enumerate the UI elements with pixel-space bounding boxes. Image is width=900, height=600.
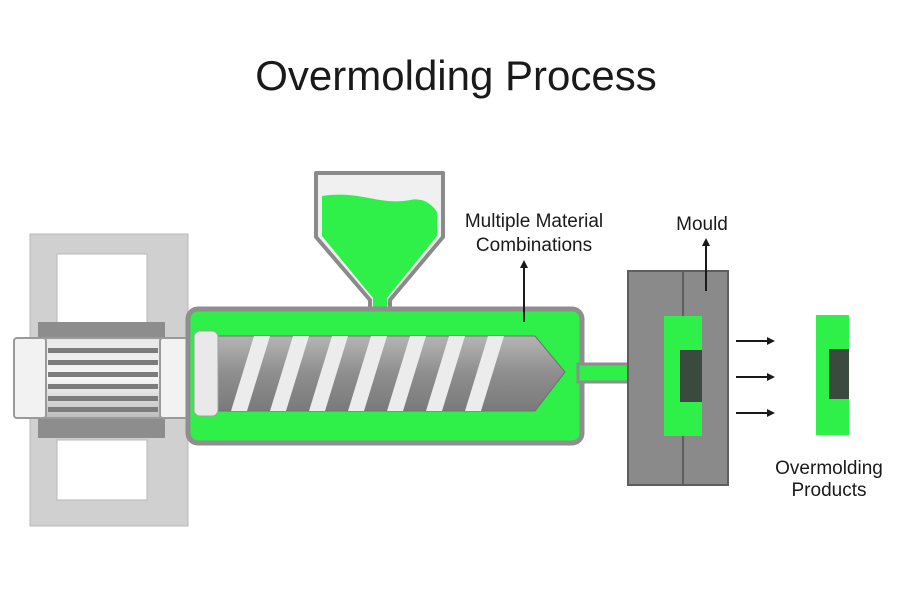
screw: [193, 330, 566, 417]
screw-head: [193, 330, 219, 417]
cylinder-ribs: [48, 348, 158, 412]
mould-label: Mould: [676, 214, 728, 235]
mould-insert: [680, 350, 702, 402]
diagram-title: Overmolding Process: [255, 52, 656, 99]
products-label-line1: Overmolding: [775, 458, 883, 479]
screw-flights: [231, 336, 504, 411]
material-label-line1: Multiple Material: [465, 211, 603, 232]
mould: [627, 270, 729, 486]
overmolded-product: [816, 315, 849, 435]
nozzle: [576, 362, 634, 384]
hopper-material: [322, 194, 437, 312]
hopper: [314, 171, 445, 314]
material-label-line2: Combinations: [476, 235, 592, 256]
cylinder-cap-left: [13, 337, 47, 419]
ejection-arrows: [736, 337, 775, 417]
drive-cylinder: [13, 337, 201, 419]
products-label-line2: Products: [792, 480, 867, 501]
product-insert: [829, 349, 849, 399]
